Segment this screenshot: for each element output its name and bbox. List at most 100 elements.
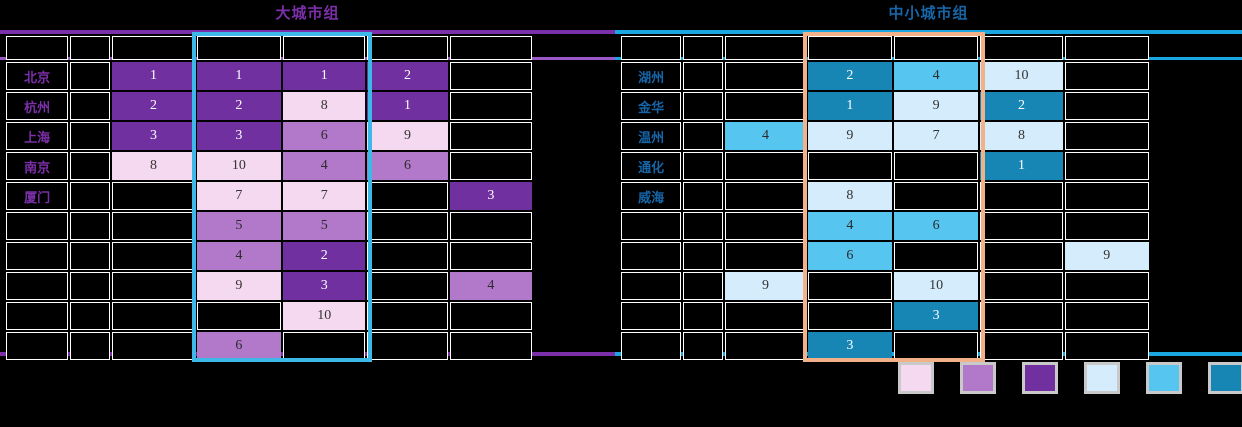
grid-header-row — [6, 36, 532, 60]
empty-cell — [367, 332, 448, 360]
empty-cell — [112, 212, 195, 240]
empty-cell — [1064, 62, 1149, 90]
empty-cell — [70, 302, 111, 330]
row-label: 厦门 — [6, 182, 69, 210]
empty-cell — [725, 92, 806, 120]
legend-swatch-blue-1 — [1084, 362, 1120, 394]
table-row: 10 — [6, 302, 532, 330]
rank-cell: 9 — [196, 272, 282, 300]
rank-cell: 3 — [283, 272, 366, 300]
empty-cell — [807, 152, 892, 180]
small-city-group-title: 中小城市组 — [888, 4, 969, 22]
empty-cell — [367, 242, 448, 270]
rank-cell: 4 — [725, 122, 806, 150]
empty-cell — [112, 332, 195, 360]
header-cell — [725, 36, 806, 60]
rank-cell: 2 — [112, 92, 195, 120]
row-label — [6, 242, 69, 270]
empty-cell — [893, 242, 979, 270]
row-label — [6, 212, 69, 240]
empty-cell — [70, 272, 111, 300]
header-cell — [621, 36, 682, 60]
empty-cell — [683, 152, 724, 180]
empty-cell — [449, 212, 532, 240]
row-label: 北京 — [6, 62, 69, 90]
row-label: 南京 — [6, 152, 69, 180]
empty-cell — [725, 332, 806, 360]
header-cell — [6, 36, 69, 60]
empty-cell — [725, 182, 806, 210]
empty-cell — [70, 242, 111, 270]
empty-cell — [683, 302, 724, 330]
rank-cell: 5 — [196, 212, 282, 240]
row-label: 金华 — [621, 92, 682, 120]
row-label: 杭州 — [6, 92, 69, 120]
header-cell — [112, 36, 195, 60]
empty-cell — [449, 152, 532, 180]
rank-cell: 4 — [283, 152, 366, 180]
row-label — [6, 272, 69, 300]
empty-cell — [980, 242, 1063, 270]
row-label — [621, 212, 682, 240]
header-cell — [893, 36, 979, 60]
empty-cell — [367, 182, 448, 210]
empty-cell — [70, 62, 111, 90]
rank-cell: 2 — [283, 242, 366, 270]
rank-cell: 8 — [807, 182, 892, 210]
rank-cell: 2 — [980, 92, 1063, 120]
empty-cell — [1064, 212, 1149, 240]
header-cell — [683, 36, 724, 60]
empty-cell — [683, 272, 724, 300]
empty-cell — [683, 122, 724, 150]
empty-cell — [980, 272, 1063, 300]
header-cell — [980, 36, 1063, 60]
empty-cell — [725, 152, 806, 180]
rank-cell: 1 — [807, 92, 892, 120]
row-label — [621, 242, 682, 270]
empty-cell — [1064, 332, 1149, 360]
empty-cell — [112, 182, 195, 210]
row-label — [6, 332, 69, 360]
header-cell — [70, 36, 111, 60]
rank-cell: 9 — [893, 92, 979, 120]
empty-cell — [1064, 92, 1149, 120]
rank-cell: 8 — [283, 92, 366, 120]
rank-cell: 10 — [283, 302, 366, 330]
empty-cell — [980, 182, 1063, 210]
row-label — [621, 302, 682, 330]
legend-swatch-purple-2 — [960, 362, 996, 394]
empty-cell — [725, 62, 806, 90]
rank-cell: 3 — [807, 332, 892, 360]
legend-swatch-blue-3 — [1208, 362, 1242, 394]
rank-cell: 8 — [980, 122, 1063, 150]
row-label: 湖州 — [621, 62, 682, 90]
table-row: 6 — [6, 332, 532, 360]
empty-cell — [70, 332, 111, 360]
rank-cell: 6 — [367, 152, 448, 180]
header-cell — [367, 36, 448, 60]
rank-cell: 1 — [283, 62, 366, 90]
empty-cell — [893, 182, 979, 210]
empty-cell — [980, 302, 1063, 330]
empty-cell — [367, 302, 448, 330]
empty-cell — [683, 242, 724, 270]
header-cell — [1064, 36, 1149, 60]
row-label: 上海 — [6, 122, 69, 150]
legend-blue-scale — [1084, 362, 1242, 394]
rank-cell: 3 — [449, 182, 532, 210]
rank-cell: 9 — [1064, 242, 1149, 270]
header-cell — [283, 36, 366, 60]
rank-cell: 1 — [367, 92, 448, 120]
rank-cell: 7 — [196, 182, 282, 210]
empty-cell — [112, 302, 195, 330]
empty-cell — [1064, 302, 1149, 330]
empty-cell — [449, 332, 532, 360]
empty-cell — [70, 152, 111, 180]
